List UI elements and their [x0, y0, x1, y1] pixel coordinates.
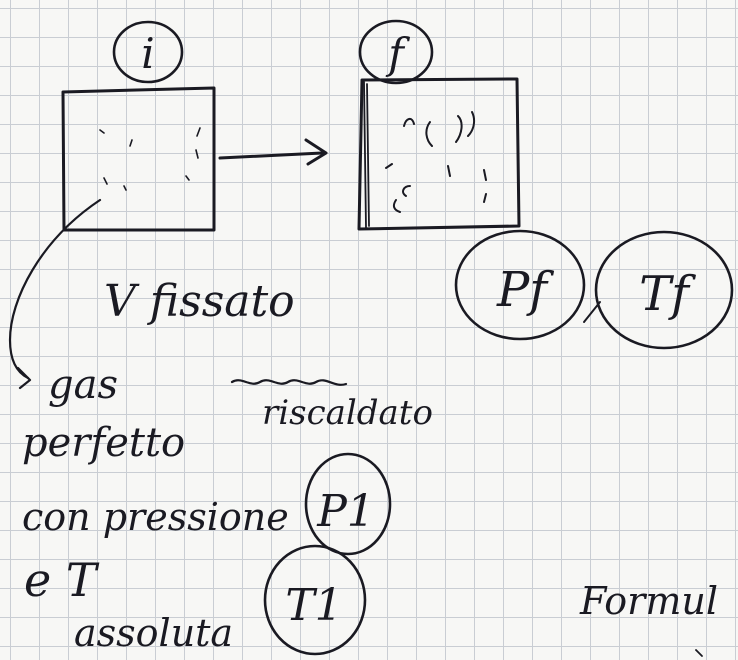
initial-gas-particles: [99, 127, 201, 191]
absolute-text: assoluta: [74, 611, 233, 655]
pointer-arrow: [8, 198, 102, 380]
perfetto-text: perfetto: [22, 420, 185, 466]
pf-circle: [454, 229, 586, 341]
volume-fixed-text: V fissato: [104, 276, 295, 327]
final-container-hatch: [363, 81, 370, 229]
state-i-circle: [112, 20, 184, 84]
heated-text: riscaldato: [262, 393, 433, 433]
state-f-circle: [358, 19, 434, 85]
p1-label: P1: [316, 486, 375, 537]
state-f-label: f: [385, 29, 410, 78]
pf-label: Pf: [496, 262, 554, 318]
process-arrow: [218, 151, 324, 160]
tf-label: Tf: [639, 266, 696, 322]
t1-label: T1: [285, 580, 342, 631]
tf-circle: [594, 230, 734, 350]
formula-text: Formul: [579, 579, 718, 623]
temperature-text: e T: [24, 553, 100, 607]
gas-text: gas: [48, 362, 118, 408]
final-gas-particles: [385, 111, 487, 213]
p1-circle: [304, 452, 392, 556]
final-container: [357, 77, 521, 231]
initial-container: [61, 86, 216, 232]
state-i-label: i: [141, 29, 154, 78]
pressure-text: con pressione: [22, 495, 289, 539]
heated-scribble: [230, 379, 348, 386]
t1-circle: [263, 544, 367, 656]
pointer-arrow-head: [16, 366, 32, 390]
arrow-head: [304, 138, 328, 166]
pf-tf-separator: [583, 301, 601, 323]
stray-mark: [695, 649, 703, 657]
